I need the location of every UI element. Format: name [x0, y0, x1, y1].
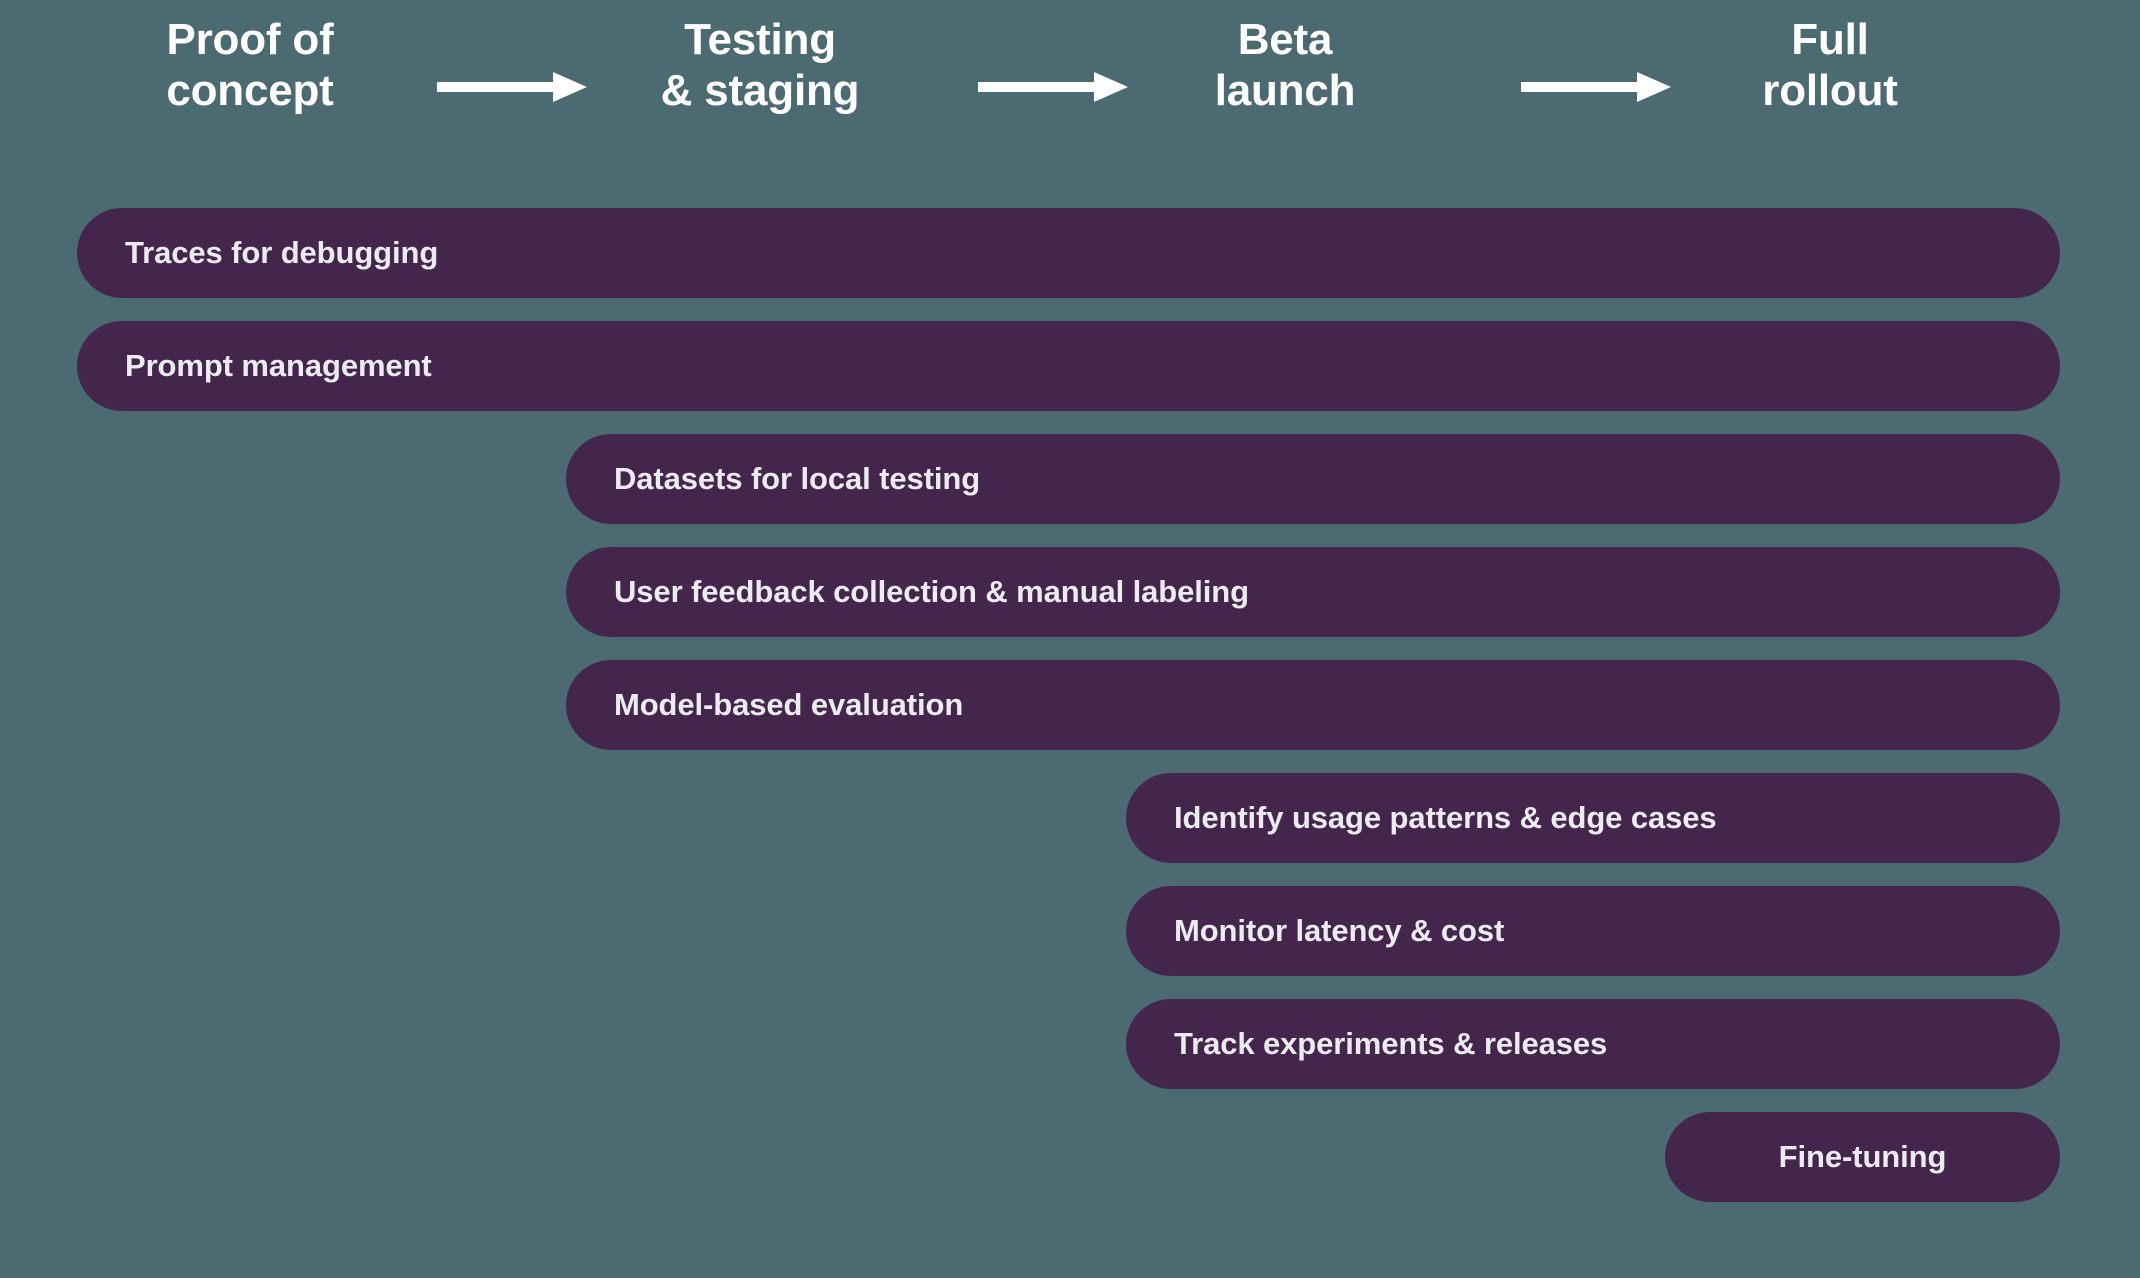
capability-bar-label: Identify usage patterns & edge cases — [1174, 800, 1717, 835]
phase-label-testing-and-staging: Testing& staging — [620, 14, 900, 116]
capability-bar-label: Model-based evaluation — [614, 687, 964, 722]
capability-bar-user-feedback-collection-and-manual-labeling[interactable]: User feedback collection & manual labeli… — [566, 547, 2060, 637]
phase-label-line-2: concept — [166, 66, 334, 116]
phase-label-line-2: launch — [1214, 66, 1356, 116]
phase-label-line-1: Testing — [684, 15, 836, 64]
capability-bar-prompt-management[interactable]: Prompt management — [77, 321, 2060, 411]
capability-bar-monitor-latency-and-cost[interactable]: Monitor latency & cost — [1126, 886, 2060, 976]
phase-label-line-2: rollout — [1762, 66, 1898, 116]
capability-bar-identify-usage-patterns-and-edge-cases[interactable]: Identify usage patterns & edge cases — [1126, 773, 2060, 863]
capability-bar-label: Fine-tuning — [1778, 1139, 1947, 1174]
capability-bar-model-based-evaluation[interactable]: Model-based evaluation — [566, 660, 2060, 750]
capability-bar-label: Datasets for local testing — [614, 461, 981, 496]
phase-label-line-1: Full — [1791, 15, 1869, 64]
capability-bar-label: User feedback collection & manual labeli… — [614, 574, 1249, 609]
capability-bar-label: Prompt management — [125, 348, 432, 383]
capability-bar-label: Track experiments & releases — [1174, 1026, 1608, 1061]
capability-bar-traces-for-debugging[interactable]: Traces for debugging — [77, 208, 2060, 298]
phase-label-line-1: Proof of — [166, 15, 334, 64]
capability-bar-label: Traces for debugging — [125, 235, 439, 270]
arrow-right-icon — [978, 67, 1128, 107]
capability-bar-label: Monitor latency & cost — [1174, 913, 1505, 948]
capability-bar-fine-tuning[interactable]: Fine-tuning — [1665, 1112, 2060, 1202]
capability-bar-track-experiments-and-releases[interactable]: Track experiments & releases — [1126, 999, 2060, 1089]
arrow-right-icon — [437, 67, 587, 107]
capability-bar-datasets-for-local-testing[interactable]: Datasets for local testing — [566, 434, 2060, 524]
phase-label-line-2: & staging — [660, 66, 860, 116]
arrow-right-icon — [1521, 67, 1671, 107]
phase-label-line-1: Beta — [1237, 15, 1333, 64]
